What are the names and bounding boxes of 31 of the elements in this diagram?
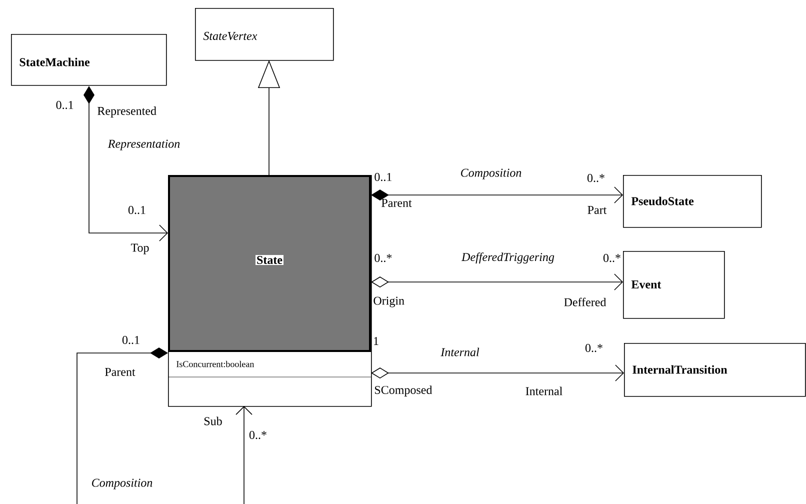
role-label: Part [588,206,607,214]
association-line [84,86,168,242]
class-box: State IsConcurrent:boolean [168,175,372,407]
edge-label: Composition [90,478,154,490]
association-line [371,274,623,290]
association-line [371,186,623,204]
class-box: StateMachine [11,34,167,86]
edge-label: Internal [440,346,480,358]
edge-label: Composition [459,168,523,180]
class-box: Event [623,251,725,319]
class-box: StateVertex [195,8,334,61]
role-label: Deffered [564,298,606,306]
role-label: 0..* [587,174,604,182]
class-box: PseudoState [623,175,762,228]
role-label: 0..* [603,254,620,262]
edge-label: DefferedTriggering [460,252,556,264]
class-box: InternalTransition [624,343,806,397]
role-label: 0..1 [128,206,146,214]
role-label: 0..1 [374,172,392,182]
edge-label: Representation [106,138,182,152]
role-label: Internal [526,386,562,396]
association-line [371,364,624,382]
role-label: 0..* [585,344,602,352]
role-label: Parent [105,368,136,376]
role-label: 0..1 [122,336,140,344]
association-line [76,348,252,504]
role-label: Represented [98,106,156,118]
role-label: 0..1 [56,100,74,110]
role-label: 0..* [249,430,266,440]
role-label: Top [130,244,149,254]
role-label: Parent [382,199,412,207]
